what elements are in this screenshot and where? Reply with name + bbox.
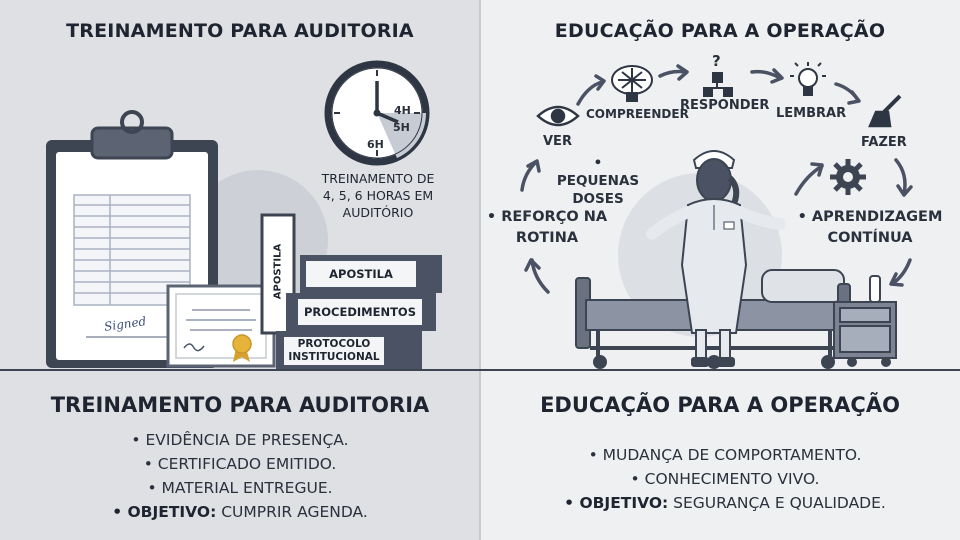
clock-caption-line-2: 4, 5, 6 HORAS EM — [322, 188, 434, 203]
eye-icon — [536, 105, 580, 127]
cycle-label-ver: VER — [543, 134, 572, 149]
right-bullet-2: • CONHECIMENTO VIVO. — [630, 470, 820, 488]
gear-icon — [830, 159, 866, 195]
left-bullet-list: • EVIDÊNCIA DE PRESENÇA. • CERTIFICADO E… — [40, 428, 440, 524]
side-label-pequenas-doses: • PEQUENAS DOSES — [556, 154, 640, 208]
books-icon — [260, 213, 442, 369]
side-label-pequenas-doses-line-1: • PEQUENAS — [556, 155, 640, 189]
panel-divider — [479, 0, 481, 540]
clock-caption-line-1: TREINAMENTO DE — [321, 171, 435, 186]
side-label-aprendizagem-line-1: • APRENDIZAGEM — [797, 209, 943, 225]
side-label-reforco-line-2: ROTINA — [515, 230, 579, 246]
clock-caption-line-3: AUDITÓRIO — [342, 205, 414, 220]
right-top-title: EDUCAÇÃO PARA A OPERAÇÃO — [554, 20, 886, 42]
side-label-aprendizagem: • APRENDIZAGEM CONTÍNUA — [790, 207, 950, 249]
left-bullet-2: • CERTIFICADO EMITIDO. — [143, 455, 337, 473]
book-label-apostila: APOSTILA — [329, 267, 393, 281]
cycle-label-lembrar: LEMBRAR — [776, 106, 847, 121]
cycle-label-compreender: COMPREENDER — [586, 107, 689, 121]
side-label-pequenas-doses-line-2: DOSES — [572, 191, 624, 207]
left-objective-text: CUMPRIR AGENDA. — [216, 503, 368, 521]
left-top-title: TREINAMENTO PARA AUDITORIA — [66, 20, 414, 42]
right-bottom-title: EDUCAÇÃO PARA A OPERAÇÃO — [540, 393, 900, 417]
decision-tree-icon — [703, 72, 733, 97]
right-objective-label: • OBJETIVO: — [564, 494, 669, 512]
right-bullet-1: • MUDANÇA DE COMPORTAMENTO. — [588, 446, 862, 464]
broom-icon — [868, 94, 902, 128]
left-objective: • OBJETIVO: CUMPRIR AGENDA. — [40, 500, 440, 524]
question-mark: ? — [712, 52, 721, 70]
side-label-reforco-line-1: • REFORÇO NA — [486, 209, 608, 225]
brain-icon — [611, 65, 653, 102]
book-label-protocolo-line-2: INSTITUCIONAL — [288, 351, 380, 363]
clock-caption: TREINAMENTO DE 4, 5, 6 HORAS EM AUDITÓRI… — [308, 170, 448, 221]
left-bottom-title: TREINAMENTO PARA AUDITORIA — [50, 393, 430, 417]
book-label-protocolo-line-1: PROTOCOLO — [297, 338, 371, 350]
left-bullet-3: • MATERIAL ENTREGUE. — [147, 479, 333, 497]
book-spine-label: APOSTILA — [272, 243, 284, 300]
book-label-procedimentos: PROCEDIMENTOS — [303, 305, 416, 319]
right-bullet-list: • MUDANÇA DE COMPORTAMENTO. • CONHECIMEN… — [510, 443, 940, 515]
certificate-icon — [166, 284, 276, 368]
cycle-label-responder: RESPONDER — [680, 98, 770, 113]
side-label-aprendizagem-line-2: CONTÍNUA — [827, 230, 913, 246]
left-objective-label: • OBJETIVO: — [112, 503, 217, 521]
left-bullet-1: • EVIDÊNCIA DE PRESENÇA. — [131, 431, 349, 449]
clock-label-5h: 5H — [393, 121, 410, 134]
cycle-label-fazer: FAZER — [861, 135, 907, 150]
side-label-reforco: • REFORÇO NA ROTINA — [482, 207, 612, 249]
nurse-figure — [646, 150, 786, 367]
lightbulb-icon — [790, 62, 826, 96]
clock-icon — [324, 60, 430, 166]
clock-label-4h: 4H — [394, 104, 411, 117]
clock-label-6h: 6H — [367, 138, 384, 151]
bedside-cabinet-icon — [833, 275, 897, 367]
ground-line — [0, 369, 960, 371]
book-label-protocolo: PROTOCOLO INSTITUCIONAL — [284, 338, 384, 364]
cycle-arrows — [520, 64, 913, 294]
right-objective: • OBJETIVO: SEGURANÇA E QUALIDADE. — [510, 491, 940, 515]
right-objective-text: SEGURANÇA E QUALIDADE. — [668, 494, 886, 512]
